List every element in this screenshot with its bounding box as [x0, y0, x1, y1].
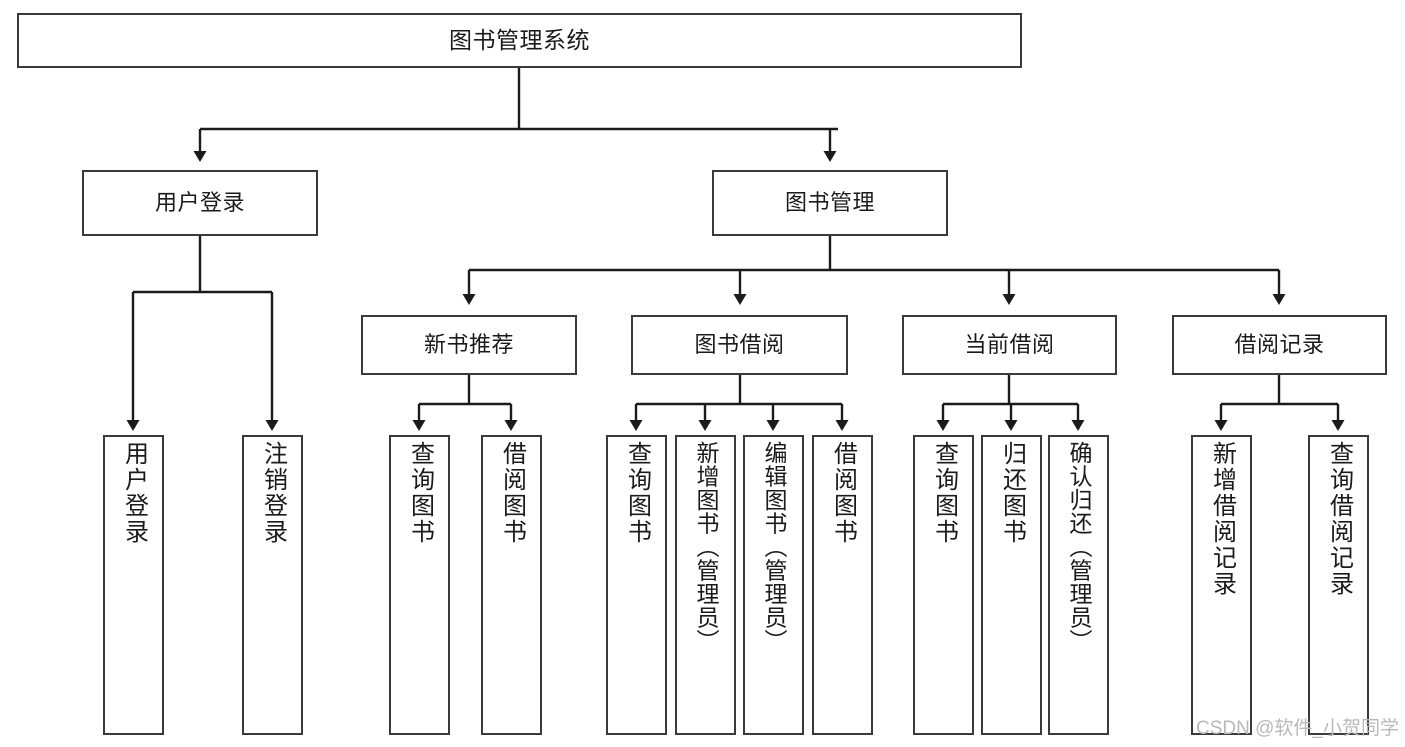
- node-label: 新书推荐: [423, 331, 514, 357]
- node-new-book-recommend[interactable]: 新书推荐: [361, 315, 577, 375]
- node-leaf-query-record[interactable]: 查询借阅记录: [1308, 435, 1369, 735]
- node-user-login[interactable]: 用户登录: [82, 170, 318, 236]
- node-label: 图书借阅: [694, 331, 785, 357]
- node-label: 查询图书: [623, 441, 651, 545]
- node-leaf-borrow-book-1[interactable]: 借阅图书: [481, 435, 542, 735]
- node-label: 查询图书: [930, 441, 958, 545]
- node-label: 查询图书: [406, 441, 434, 545]
- node-leaf-return-book[interactable]: 归还图书: [981, 435, 1042, 735]
- node-current-borrow[interactable]: 当前借阅: [902, 315, 1117, 375]
- node-leaf-add-record[interactable]: 新增借阅记录: [1191, 435, 1252, 735]
- node-borrow-record[interactable]: 借阅记录: [1172, 315, 1387, 375]
- node-label: 图书管理系统: [449, 26, 590, 53]
- node-label: 用户登录: [120, 441, 148, 545]
- node-leaf-borrow-book-2[interactable]: 借阅图书: [812, 435, 873, 735]
- node-label: 借阅图书: [498, 441, 526, 545]
- node-label: 图书管理: [784, 189, 875, 215]
- node-label: 查询借阅记录: [1325, 441, 1353, 597]
- node-leaf-query-book-2[interactable]: 查询图书: [606, 435, 667, 735]
- node-book-borrow[interactable]: 图书借阅: [631, 315, 848, 375]
- node-label: 注销登录: [259, 441, 287, 545]
- node-book-management-system[interactable]: 图书管理系统: [17, 13, 1022, 68]
- node-label: 归还图书: [998, 441, 1026, 545]
- node-leaf-edit-book[interactable]: 编辑图书（管理员）: [743, 435, 804, 735]
- node-leaf-query-book-1[interactable]: 查询图书: [389, 435, 450, 735]
- node-label: 当前借阅: [964, 331, 1055, 357]
- node-book-management[interactable]: 图书管理: [712, 170, 948, 236]
- csdn-watermark: CSDN @软件_小贺同学: [1196, 718, 1399, 739]
- node-label: 确认归还（管理员）: [1066, 441, 1092, 653]
- node-label: 新增图书（管理员）: [693, 441, 719, 653]
- node-label: 编辑图书（管理员）: [761, 441, 787, 653]
- node-label: 借阅图书: [829, 441, 857, 545]
- node-leaf-query-book-3[interactable]: 查询图书: [913, 435, 974, 735]
- node-label: 借阅记录: [1234, 331, 1325, 357]
- node-leaf-user-login[interactable]: 用户登录: [103, 435, 164, 735]
- node-leaf-add-book[interactable]: 新增图书（管理员）: [675, 435, 736, 735]
- node-label: 用户登录: [154, 189, 245, 215]
- node-leaf-confirm-return[interactable]: 确认归还（管理员）: [1048, 435, 1109, 735]
- node-leaf-logout[interactable]: 注销登录: [242, 435, 303, 735]
- node-label: 新增借阅记录: [1208, 441, 1236, 597]
